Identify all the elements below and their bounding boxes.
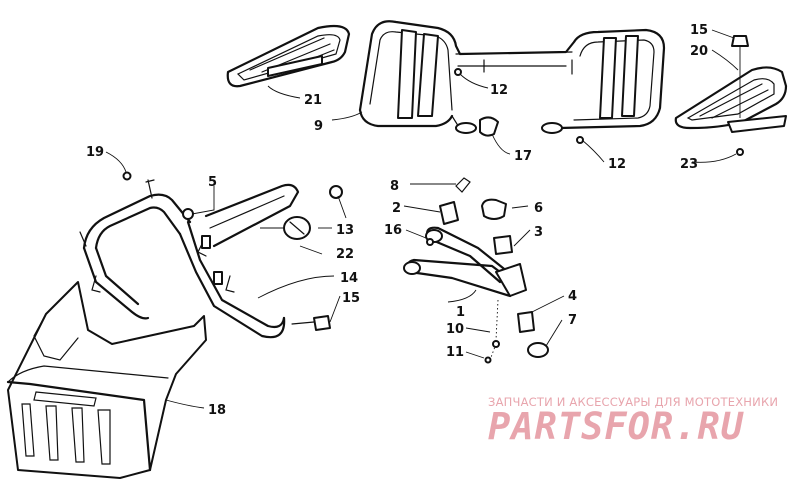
- callout-2: 2: [392, 201, 401, 216]
- callout-3: 3: [534, 225, 543, 240]
- part-9-front-rack: [358, 20, 666, 134]
- callout-15b: 15: [342, 291, 360, 306]
- callout-4: 4: [568, 289, 577, 304]
- callout-9: 9: [314, 119, 323, 134]
- leader-lines: [105, 29, 739, 409]
- callout-5: 5: [208, 175, 217, 190]
- callout-1: 1: [456, 305, 465, 320]
- callout-18: 18: [208, 403, 226, 418]
- callout-12b: 12: [608, 157, 626, 172]
- part-20-small-rack: [674, 35, 788, 133]
- callout-11: 11: [446, 345, 464, 360]
- callout-7: 7: [568, 313, 577, 328]
- part-21-small-rack: [226, 24, 351, 88]
- callout-labels: 1 2 3 4 5 6 7 8 9 10 11 12 12 13 14 15 1…: [86, 23, 708, 418]
- callout-8: 8: [390, 179, 399, 194]
- watermark-brand: PARTSFOR.RU: [488, 405, 745, 448]
- callout-6: 6: [534, 201, 543, 216]
- callout-13: 13: [336, 223, 354, 238]
- callout-12a: 12: [490, 83, 508, 98]
- part-1-a-arm: [403, 177, 549, 364]
- hardware-right: [454, 68, 744, 156]
- callout-15a: 15: [690, 23, 708, 38]
- callout-19: 19: [86, 145, 104, 160]
- watermark-subtitle: ЗАПЧАСТИ И АКСЕССУАРЫ ДЛЯ МОТОТЕХНИКИ: [488, 395, 779, 409]
- callout-20: 20: [690, 44, 708, 59]
- callout-14: 14: [340, 271, 358, 286]
- callout-21: 21: [304, 93, 322, 108]
- part-18-bumper-guard: [6, 179, 300, 479]
- callout-22: 22: [336, 247, 354, 262]
- callout-23: 23: [680, 157, 698, 172]
- hardware-left: [122, 171, 343, 331]
- callout-10: 10: [446, 322, 464, 337]
- callout-17: 17: [514, 149, 532, 164]
- callout-16: 16: [384, 223, 402, 238]
